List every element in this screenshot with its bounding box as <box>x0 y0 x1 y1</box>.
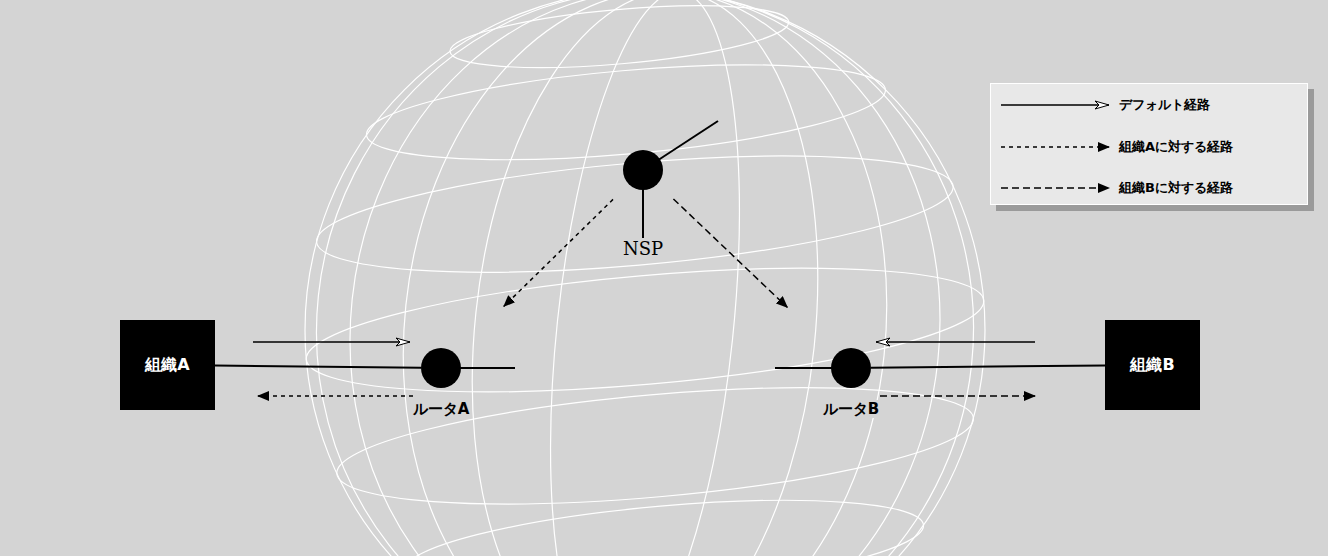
legend-label: 組織Bに対する経路 <box>1119 180 1233 196</box>
default-route-arrow <box>876 341 1035 343</box>
meridian <box>522 0 768 556</box>
organization-box: 組織B <box>1105 320 1200 410</box>
legend-sample <box>1001 146 1109 148</box>
organization-name: 組織A <box>145 355 189 376</box>
link-line <box>871 365 1105 367</box>
router-node: ルータB <box>831 348 871 388</box>
organization-name: 組織B <box>1130 355 1174 376</box>
node-label: ルータA <box>411 400 472 418</box>
parallel <box>302 246 989 414</box>
node-dot <box>831 348 871 388</box>
legend-sample <box>1001 187 1109 189</box>
node-label: ルータB <box>821 400 881 418</box>
route-arrow <box>504 199 613 306</box>
legend-sample <box>1001 104 1109 106</box>
parallel <box>401 484 927 556</box>
router-node: ルータA <box>421 348 461 388</box>
meridian <box>317 0 974 556</box>
router-node: NSP <box>623 150 663 190</box>
link-line <box>215 366 421 368</box>
parallel <box>363 48 889 176</box>
legend-label: デフォルト経路 <box>1119 97 1210 113</box>
legend-box: デフォルト経路組織Aに対する経路組織Bに対する経路 <box>990 83 1308 205</box>
route-arrow <box>673 199 787 307</box>
globe-lines <box>283 0 1007 556</box>
node-dot <box>421 348 461 388</box>
legend-label: 組織Aに対する経路 <box>1119 139 1233 155</box>
route-arrow-a <box>258 395 413 397</box>
node-dot <box>623 150 663 190</box>
parallel <box>448 0 791 79</box>
meridian <box>440 0 849 556</box>
node-dot <box>831 348 871 388</box>
route-arrow-b <box>880 395 1035 397</box>
meridian <box>283 0 1007 556</box>
default-route-arrow <box>253 341 410 343</box>
globe-outline <box>305 0 985 556</box>
node-dot <box>623 150 663 190</box>
node-label: NSP <box>621 238 665 260</box>
organization-box: 組織A <box>120 320 215 410</box>
parallel <box>332 367 977 525</box>
node-dot <box>421 348 461 388</box>
